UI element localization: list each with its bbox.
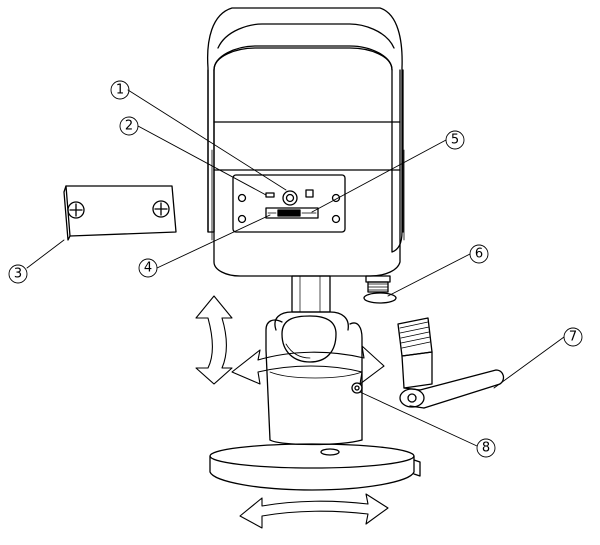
tilt-arrow [195, 295, 233, 385]
leader-line-8 [359, 391, 478, 447]
camera-body [206, 7, 405, 304]
antenna-washer [363, 292, 397, 304]
callout-8: 8 [476, 438, 496, 458]
callout-5: 5 [445, 130, 465, 150]
mount-base [209, 443, 421, 491]
panel-screw-hole [331, 214, 341, 224]
leader-line-3 [26, 239, 65, 269]
cover-screw [152, 200, 170, 218]
svg-text:8: 8 [482, 441, 490, 456]
micro-sd-slot [265, 207, 319, 219]
leader-line-5 [311, 139, 447, 213]
cover-plate [63, 185, 177, 241]
svg-text:6: 6 [475, 247, 483, 262]
pan-arrow [231, 345, 385, 385]
svg-text:2: 2 [125, 119, 133, 134]
antenna-connector [363, 275, 397, 304]
cover-screw [67, 201, 85, 219]
panel-screw-hole [237, 214, 247, 224]
callout-6: 6 [469, 244, 489, 264]
status-led [265, 192, 275, 198]
svg-text:5: 5 [451, 133, 459, 148]
mount-neck [291, 275, 331, 313]
reset-button [282, 190, 298, 206]
mount-bracket [265, 319, 363, 446]
svg-text:1: 1 [116, 83, 124, 98]
callout-3: 3 [8, 264, 28, 284]
base-rotation-arrow [239, 493, 389, 529]
svg-text:3: 3 [14, 267, 22, 282]
antenna [397, 317, 505, 409]
leader-line-1 [127, 89, 287, 191]
leader-line-2 [137, 125, 267, 196]
rotation-arrows [195, 295, 389, 529]
antenna-hinge [399, 388, 425, 408]
callout-7: 7 [563, 327, 583, 347]
sun-shield-inner-rim [217, 23, 395, 49]
callout-1: 1 [110, 80, 130, 100]
rear-access-panel [232, 174, 346, 233]
callouts: 1 2 3 4 5 6 7 8 [8, 80, 583, 458]
sun-shield [206, 7, 403, 253]
panel-screw-hole [237, 193, 247, 203]
adjustment-screw [351, 382, 363, 394]
camera-housing [213, 69, 401, 277]
callout-4: 4 [138, 258, 158, 278]
leader-line-6 [387, 253, 471, 297]
panel-screw-hole [331, 193, 341, 203]
base-screw-hole [320, 448, 340, 456]
svg-text:4: 4 [144, 261, 152, 276]
leader-line-4 [156, 214, 271, 269]
leader-line-7 [493, 336, 565, 389]
svg-text:7: 7 [569, 330, 577, 345]
callout-2: 2 [119, 116, 139, 136]
